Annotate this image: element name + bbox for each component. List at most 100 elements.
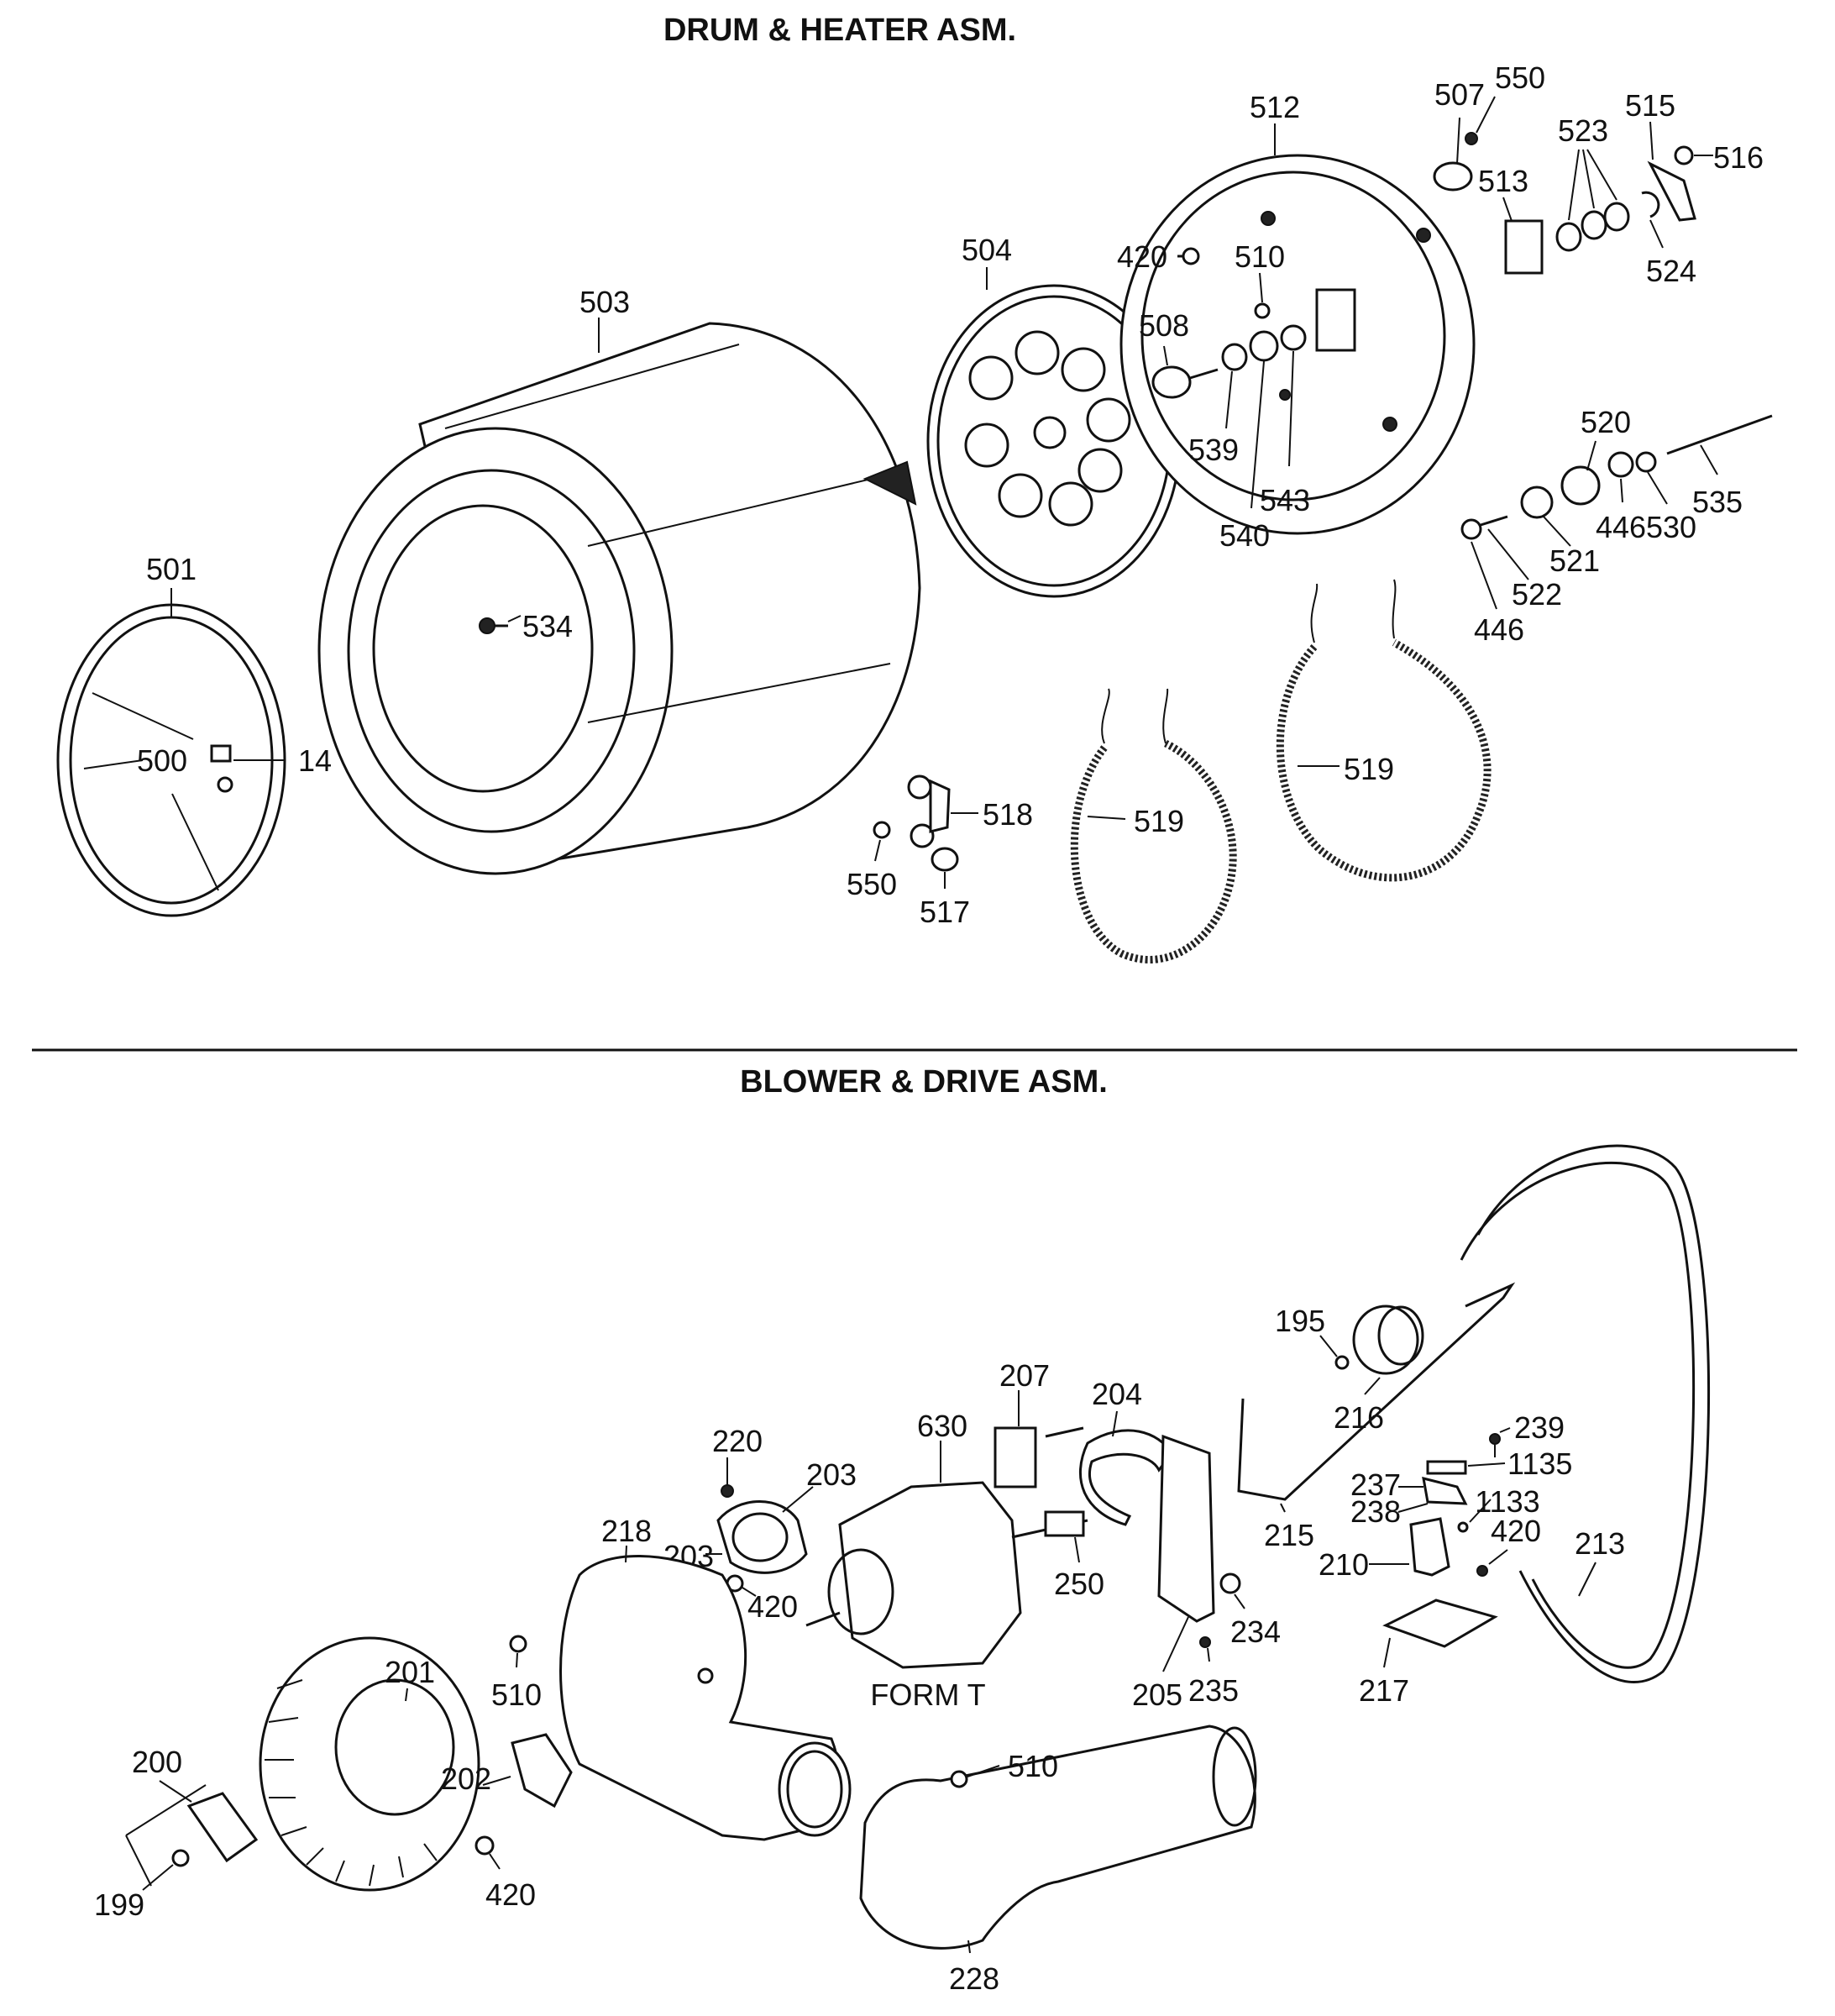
label-213: 213 [1575, 1526, 1625, 1561]
bearing-543 [1280, 324, 1307, 351]
drum-heater-title: DRUM & HEATER ASM. [663, 13, 1016, 48]
label-550: 550 [847, 867, 897, 901]
blower-wheel-201 [259, 1636, 480, 1892]
heater-coil-519-large [1276, 579, 1492, 882]
label-539: 539 [1188, 433, 1239, 467]
switch-237 [1422, 1476, 1468, 1505]
bumper-517 [931, 847, 959, 872]
label-519-small: 519 [1134, 804, 1184, 838]
shaft-508 [1151, 365, 1219, 399]
label-217: 217 [1359, 1673, 1409, 1708]
idler-arm-515 [1647, 160, 1696, 222]
washer-530 [1635, 451, 1657, 473]
shaft-522 [1460, 515, 1508, 540]
screw-220 [721, 1484, 734, 1498]
label-521: 521 [1549, 543, 1600, 578]
drive-belt-213 [1460, 1144, 1711, 1683]
label-523: 523 [1558, 113, 1608, 148]
bracket-202 [511, 1733, 573, 1809]
drive-motor-630 [805, 1481, 1088, 1669]
label-250: 250 [1054, 1567, 1104, 1601]
label-522: 522 [1512, 577, 1562, 612]
screw-239 [1489, 1433, 1501, 1445]
bracket-210 [1409, 1517, 1450, 1577]
motor-clamp-204 [1079, 1429, 1173, 1526]
washer-446 [1607, 451, 1634, 478]
leader-238 [1397, 1503, 1429, 1513]
label-200: 200 [132, 1745, 182, 1779]
bracket-518 [907, 774, 951, 848]
label-446-low: 446 [1474, 612, 1524, 647]
label-238: 238 [1350, 1494, 1401, 1529]
label-503: 503 [579, 285, 630, 319]
label-524: 524 [1646, 254, 1696, 288]
clamp-203 [716, 1500, 808, 1574]
label-237: 237 [1350, 1467, 1401, 1502]
heater-coil-519-small [1070, 688, 1237, 963]
base-plate-217 [1382, 1599, 1498, 1648]
label-550-top: 550 [1495, 60, 1545, 95]
label-420-bracket: 420 [485, 1877, 536, 1912]
plate-1135 [1426, 1460, 1467, 1475]
label-500: 500 [137, 743, 187, 778]
drum-503 [317, 322, 921, 875]
label-520: 520 [1581, 405, 1631, 439]
nut-234 [1219, 1572, 1241, 1594]
label-201: 201 [385, 1655, 435, 1689]
roller-520 [1560, 465, 1601, 506]
label-228: 228 [949, 1961, 999, 1996]
bracket-14 [210, 744, 233, 793]
label-510-duct: 510 [1008, 1749, 1058, 1783]
idler-rod-215 [1237, 1282, 1516, 1501]
label-1135: 1135 [1507, 1446, 1572, 1481]
motor-switch-207 [994, 1426, 1084, 1488]
nut-516 [1674, 145, 1694, 165]
screw-420-bracket [474, 1835, 495, 1856]
screw-550 [873, 821, 891, 839]
label-207: 207 [999, 1358, 1050, 1393]
label-501: 501 [146, 552, 197, 586]
pulley-216 [1352, 1305, 1424, 1375]
motor-mount-205 [1157, 1434, 1215, 1623]
label-205: 205 [1132, 1677, 1182, 1712]
screw-534 [479, 617, 508, 634]
washer-539 [1221, 343, 1248, 371]
label-515: 515 [1625, 88, 1675, 123]
label-420-idler: 420 [1491, 1514, 1541, 1548]
label-204: 204 [1092, 1377, 1142, 1411]
screw-510-duct [950, 1770, 968, 1788]
label-508: 508 [1139, 308, 1189, 343]
label-540: 540 [1219, 518, 1270, 553]
screw-235 [1199, 1636, 1211, 1648]
label-235: 235 [1188, 1673, 1239, 1708]
label-220: 220 [712, 1424, 763, 1458]
label-420-top: 420 [1117, 239, 1167, 274]
label-14: 14 [298, 743, 332, 778]
label-512: 512 [1250, 90, 1300, 124]
shaft-535 [1666, 414, 1773, 455]
label-516: 516 [1713, 140, 1764, 175]
label-202: 202 [441, 1761, 491, 1796]
clip-524 [1641, 191, 1660, 218]
label-543: 543 [1260, 483, 1310, 517]
label-519-large: 519 [1344, 752, 1394, 786]
label-203-top: 203 [806, 1457, 857, 1492]
label-630: 630 [917, 1409, 967, 1443]
screw-510-blower [509, 1635, 527, 1653]
label-199: 199 [94, 1887, 144, 1922]
clip-195 [1334, 1355, 1350, 1370]
label-218: 218 [601, 1514, 652, 1548]
screw-420-top [1177, 247, 1200, 265]
label-234: 234 [1230, 1614, 1281, 1649]
label-513: 513 [1478, 164, 1528, 198]
screw-510-top [1254, 302, 1271, 319]
washers-523 [1555, 202, 1630, 252]
screw-420-idler [1476, 1565, 1488, 1577]
label-215: 215 [1264, 1518, 1314, 1552]
label-510-top: 510 [1235, 239, 1285, 274]
label-446: 446 [1596, 510, 1646, 544]
label-504: 504 [962, 233, 1012, 267]
thermostat-507 [1433, 132, 1478, 192]
washer-540 [1249, 330, 1279, 362]
label-517: 517 [920, 895, 970, 929]
